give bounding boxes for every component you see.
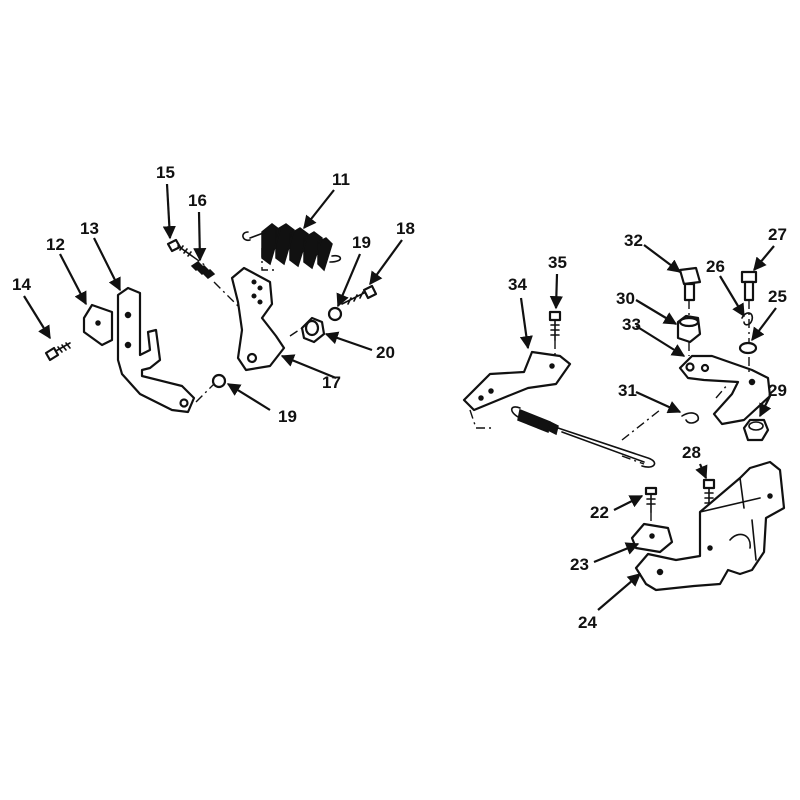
callout-32: 32 [624, 231, 643, 250]
callout-18: 18 [396, 219, 415, 238]
plate-hole [478, 395, 484, 401]
lever-pivot-hole [179, 398, 189, 408]
leader-lines [23, 183, 777, 611]
link-hole [748, 378, 756, 386]
link-hole [700, 363, 710, 373]
arm-hole [257, 285, 263, 291]
callout-23: 23 [570, 555, 589, 574]
bolt-27-part [740, 270, 758, 372]
left-assembly [44, 223, 378, 414]
screw-35-part [548, 310, 562, 356]
washer-19-bottom-part [211, 373, 227, 389]
clamp-hole [649, 533, 655, 539]
bushing-face [304, 319, 320, 337]
link-arm-33-part [678, 354, 772, 426]
bracket-hole [95, 320, 101, 326]
callout-17: 17 [322, 373, 341, 392]
callout-11: 11 [332, 170, 350, 189]
screw-22-part [644, 486, 658, 524]
washer-25-part [738, 341, 758, 355]
e-clip-26-part [741, 312, 754, 326]
callout-16: 16 [188, 191, 207, 210]
callout-35: 35 [548, 253, 567, 272]
callout-15: 15 [156, 163, 175, 182]
bracket-folds [699, 477, 761, 561]
callout-22: 22 [590, 503, 609, 522]
nut-face [748, 421, 764, 431]
washer-19-top-part [327, 306, 343, 322]
plate-hole [488, 388, 494, 394]
callout-12: 12 [46, 235, 65, 254]
arm-hole [257, 299, 263, 305]
callout-27: 27 [768, 225, 787, 244]
callout-19-top: 19 [352, 233, 371, 252]
clip-31-part [681, 412, 700, 424]
plate-hole [549, 363, 555, 369]
callout-13: 13 [80, 219, 99, 238]
bolt-14-part [44, 342, 71, 362]
large-spring-part [242, 223, 342, 272]
callout-24: 24 [578, 613, 597, 632]
callout-28: 28 [682, 443, 701, 462]
callout-19-bottom: 19 [278, 407, 297, 426]
callout-29: 29 [768, 381, 787, 400]
bolt-32-part [678, 266, 702, 318]
callout-34: 34 [508, 275, 527, 294]
callout-25: 25 [768, 287, 787, 306]
base-hole [656, 568, 664, 576]
callout-14: 14 [12, 275, 31, 294]
collar-top [678, 316, 700, 328]
arm-hole [251, 279, 257, 285]
base-bracket-24-part [634, 460, 786, 592]
tension-spring-part [510, 406, 661, 468]
link-hole [685, 362, 695, 372]
right-assembly [462, 266, 786, 592]
lever-plate-34-part [462, 350, 572, 412]
arm-plate-part [230, 266, 286, 372]
arm-pivot [246, 352, 258, 364]
lever-bracket-part [116, 286, 196, 414]
base-hole [707, 545, 713, 551]
lever-hole-mid [124, 341, 132, 349]
callout-26: 26 [706, 257, 725, 276]
bolt-18-part [341, 284, 378, 305]
lever-hole-top [124, 311, 132, 319]
callout-20: 20 [376, 343, 395, 362]
callout-30: 30 [616, 289, 635, 308]
callout-33: 33 [622, 315, 641, 334]
callout-labels: 11 12 13 14 15 16 17 18 19 19 20 22 23 2… [12, 163, 787, 632]
arm-hole [251, 293, 257, 299]
base-hole [767, 493, 773, 499]
callout-31: 31 [618, 381, 637, 400]
